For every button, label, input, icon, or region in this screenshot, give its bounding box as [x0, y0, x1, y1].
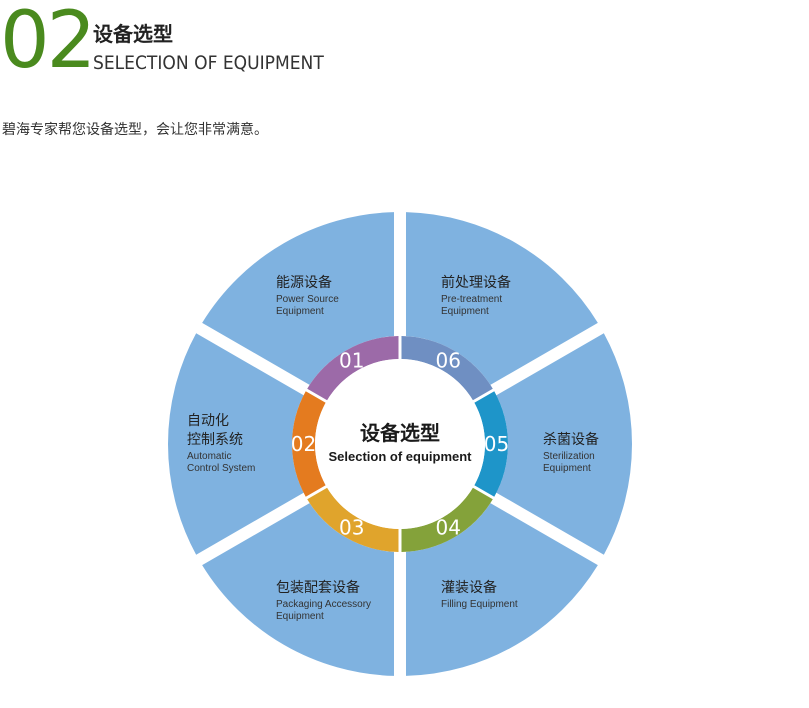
intro-text: 碧海专家帮您设备选型，会让您非常满意。	[2, 122, 268, 138]
segment-label-en: Equipment	[276, 611, 324, 622]
ring-segment-05	[474, 391, 508, 497]
segment-label-cn: 杀菌设备	[543, 431, 599, 448]
segment-label-cn: 前处理设备	[441, 274, 511, 291]
ring-number-03: 03	[339, 516, 364, 540]
ring-number-05: 05	[484, 432, 509, 456]
ring-segment-03	[307, 487, 399, 552]
section-number: 02	[0, 0, 96, 86]
segment-label-cn: 能源设备	[276, 274, 332, 291]
outer-segment-04	[405, 503, 598, 676]
segment-label-cn: 控制系统	[187, 432, 243, 448]
center-title-en: Selection of equipment	[328, 449, 472, 464]
segment-label-en: Power Source	[276, 294, 339, 305]
segment-label-en: Filling Equipment	[441, 599, 518, 610]
outer-segment-02	[168, 333, 304, 555]
segment-label-cn: 灌装设备	[441, 579, 497, 596]
segment-label-cn: 自动化	[187, 413, 229, 429]
segment-label-en: Automatic	[187, 451, 231, 462]
ring-segment-01	[307, 336, 399, 401]
segment-label-en: Packaging Accessory	[276, 599, 371, 610]
section-title-cn: 设备选型	[93, 22, 173, 46]
ring-segment-06	[401, 336, 493, 401]
ring-number-02: 02	[291, 432, 316, 456]
segment-label-en: Equipment	[276, 306, 324, 317]
outer-segments	[168, 212, 632, 676]
outer-segment-06	[405, 212, 598, 385]
ring-segment-04	[401, 487, 493, 552]
ring-number-06: 06	[436, 348, 461, 372]
segment-label-en: Equipment	[441, 306, 489, 317]
segment-label-en: Pre-treatment	[441, 294, 502, 305]
segment-label-en: Equipment	[543, 463, 591, 474]
segment-label-en: Sterilization	[543, 451, 595, 462]
segment-label-en: Control System	[187, 463, 255, 474]
inner-ring	[292, 336, 508, 552]
ring-number-04: 04	[436, 516, 461, 540]
outer-segment-01	[202, 212, 395, 385]
ring-numbers: 01 06 05 04 03 02	[291, 348, 509, 539]
center-title-cn: 设备选型	[360, 421, 440, 445]
outer-segment-05	[496, 333, 632, 555]
segment-label-cn: 包装配套设备	[276, 579, 360, 596]
center-disc	[315, 359, 485, 529]
ring-number-01: 01	[339, 348, 364, 372]
section-title-en: SELECTION OF EQUIPMENT	[93, 52, 324, 74]
outer-segment-03	[202, 503, 395, 676]
ring-segment-02	[292, 391, 326, 497]
